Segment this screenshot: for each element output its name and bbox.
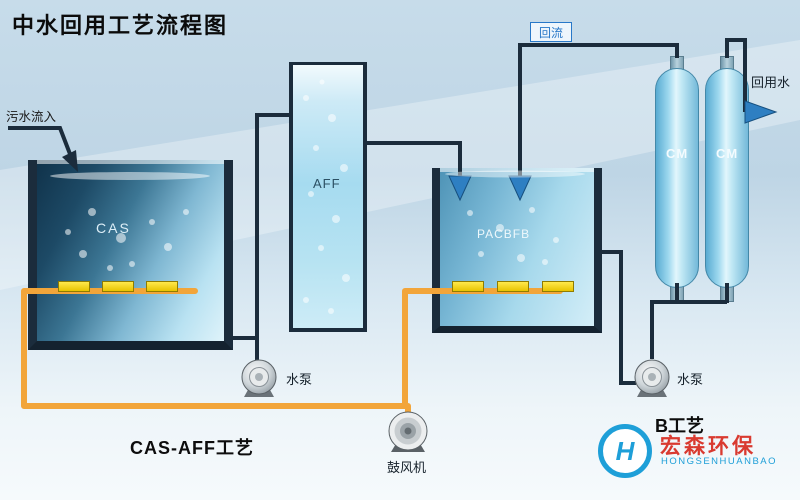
tank2-surface <box>445 170 585 178</box>
inflow-pipe <box>8 126 72 155</box>
aff-column-label: AFF <box>313 176 341 191</box>
process1-caption: CAS-AFF工艺 <box>130 438 254 458</box>
diffuser <box>58 281 90 292</box>
logo-mark: H <box>615 435 635 466</box>
aff-inlet-arrow <box>448 175 472 202</box>
air-blower <box>388 411 428 452</box>
reflux-inlet-arrow <box>508 175 532 202</box>
aff-to-pacbfb-pipe <box>367 141 462 178</box>
tank1-surface <box>50 172 210 180</box>
diffuser <box>542 281 574 292</box>
cm-filter-column-2 <box>705 68 749 288</box>
air-pipe-orange <box>21 288 563 416</box>
company-name-cn: 宏森环保 <box>660 435 756 458</box>
diffuser <box>497 281 529 292</box>
cas-to-aff-pipe <box>255 113 289 360</box>
cm-to-reuse-pipe <box>725 38 747 112</box>
pacbfb-tank-label: PACBFB <box>477 227 531 241</box>
flow-arrows-blue <box>448 100 778 202</box>
cm2-label: CM <box>716 146 739 161</box>
water-pump-2 <box>634 359 670 397</box>
reflux-label: 回流 <box>530 22 572 42</box>
cm-filter-column-1 <box>655 68 699 288</box>
reuse-water-arrow <box>744 100 778 124</box>
pump2-to-cm-pipe <box>650 300 727 359</box>
water-pump-1 <box>241 359 277 397</box>
pacbfb-to-pump2-pipe <box>600 250 636 385</box>
company-logo-icon: H <box>598 424 652 478</box>
company-name-en: HONGSENHUANBAO <box>661 456 778 467</box>
inflow-label: 污水流入 <box>6 110 57 124</box>
inflow-arrow <box>62 150 78 172</box>
process-pipes-dark <box>8 38 747 385</box>
cas-tank-label: CAS <box>96 220 131 236</box>
reuse-water-label: 回用水 <box>751 75 791 90</box>
blower-label: 鼓风机 <box>387 460 427 475</box>
pump2-label: 水泵 <box>677 372 704 387</box>
page-title: 中水回用工艺流程图 <box>12 13 229 38</box>
cm1-label: CM <box>666 146 689 161</box>
reflux-pipe <box>518 43 679 178</box>
cas-tank <box>28 160 233 350</box>
diffuser <box>146 281 178 292</box>
pump1-label: 水泵 <box>286 372 313 387</box>
process2-caption: B工艺 <box>655 416 704 436</box>
aff-column <box>289 62 367 332</box>
diffuser <box>452 281 484 292</box>
diffuser <box>102 281 134 292</box>
aeration-bubbles <box>65 79 559 314</box>
